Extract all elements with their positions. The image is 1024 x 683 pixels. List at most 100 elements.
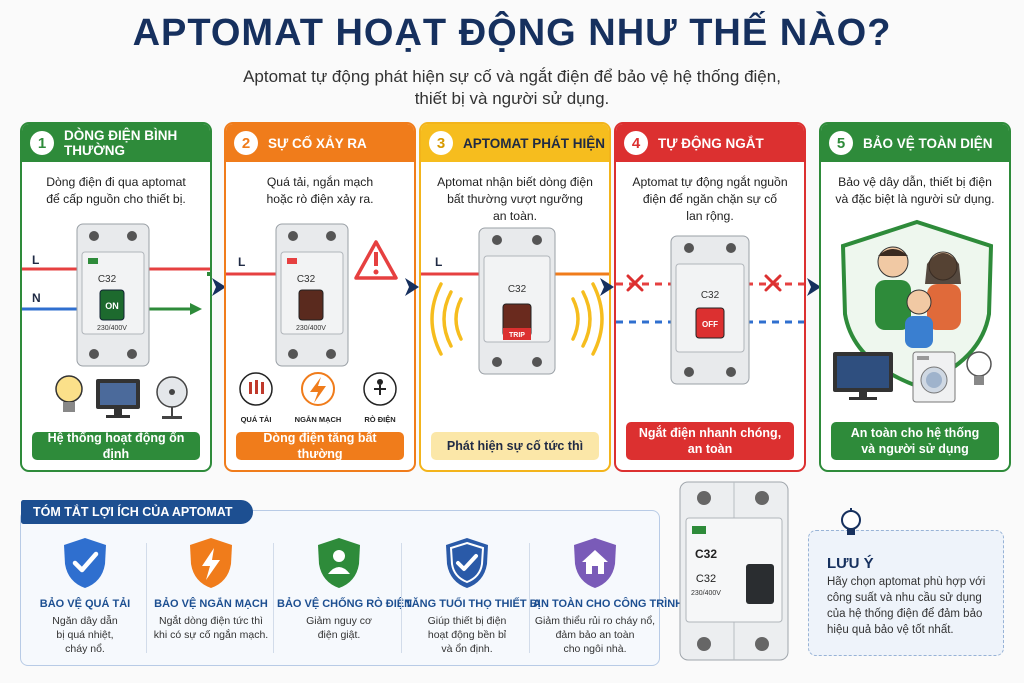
breaker-icon: C32 230/400V (275, 223, 349, 367)
fault-label: NGẮN MẠCH (295, 415, 342, 424)
step-title: SỰ CỐ XẢY RA (268, 135, 367, 151)
benefit-desc: Giảm thiểu rủi ro cháy nổ, đảm bảo an toà… (533, 614, 657, 656)
note-desc: Hãy chọn aptomat phù hợp với công suất v… (827, 574, 993, 638)
desc-line: công suất và nhu cầu sử dụng (827, 592, 982, 604)
step-footer: Hệ thống hoạt động ổn định (32, 431, 200, 461)
desc-line: lan rộng. (686, 209, 734, 223)
arrow-right-icon (600, 278, 614, 296)
screw-icon (127, 349, 137, 359)
arrow-right-icon (405, 278, 419, 296)
fan-icon (156, 376, 188, 419)
summary-heading: TÓM TẮT LỢI ÍCH CỦA APTOMAT (21, 500, 253, 524)
benefit-desc: Giảm nguy cơ điện giật. (277, 614, 401, 642)
breaker-icon: C32 ON 230/400V (76, 223, 150, 367)
desc-line: bất thường vượt ngưỡng (447, 192, 583, 206)
screw-icon (726, 367, 736, 377)
breaker-model: C32 (297, 274, 316, 285)
screw-icon (492, 357, 502, 367)
divider (401, 543, 402, 653)
desc-line: Aptomat tự động ngắt nguồn (632, 175, 788, 189)
desc-line: Quá tải, ngắn mạch (266, 175, 374, 189)
desc-line: điện giật. (317, 629, 361, 641)
benefits-summary: TÓM TẮT LỢI ÍCH CỦA APTOMAT BẢO VỆ QUÁ T… (20, 500, 684, 666)
breaker-model: C32 (98, 274, 117, 285)
breaker-model: C32 (508, 284, 527, 295)
step-card-3: 3 APTOMAT PHÁT HIỆN Aptomat nhận biết dòn… (419, 122, 611, 472)
step-footer: Dòng điện tăng bất thường (236, 431, 404, 461)
screw-icon (532, 357, 542, 367)
step-description: Quá tải, ngắn mạch hoặc rò điện xảy ra. (234, 174, 406, 208)
screw-icon (288, 349, 298, 359)
desc-line: Aptomat nhận biết dòng điện (437, 175, 593, 189)
breaker-state: OFF (702, 320, 718, 329)
desc-line: đảm bảo an toàn (555, 629, 635, 641)
benefit-title: BẢO VỆ QUÁ TẢI (39, 598, 131, 610)
step-3-illustration: L C32 TRIP (421, 227, 609, 375)
desc-line: Giảm thiểu rủi ro cháy nổ, (534, 615, 656, 627)
breaker-model-top: C32 (695, 547, 717, 561)
benefit-title: AN TOÀN CHO CÔNG TRÌNH (533, 598, 684, 610)
house-icon (574, 538, 616, 588)
desc-line: Hãy chọn aptomat phù hợp với (827, 576, 986, 588)
screw-icon (492, 235, 502, 245)
step-4-illustration: C32 OFF (616, 235, 804, 385)
arrow-right-icon (212, 278, 226, 296)
benefit-title: BẢO VỆ NGẮN MẠCH (154, 598, 268, 610)
wire-label-l: L (32, 253, 39, 267)
large-breaker-illustration: C32 C32 230/400V (679, 481, 789, 661)
step-number: 5 (829, 131, 853, 155)
desc-line: Giảm nguy cơ (306, 615, 372, 627)
footer-line: và người sử dụng (861, 442, 969, 456)
desc-line: để cấp nguồn cho thiết bị. (46, 192, 186, 206)
breaker-rating: 230/400V (296, 325, 326, 332)
desc-line: hoạt động bền bỉ (427, 629, 507, 641)
lightning-icon (301, 372, 335, 406)
person-icon (318, 538, 360, 588)
step-footer: Ngắt điện nhanh chóng,an toàn (626, 422, 794, 460)
subtitle-line-1: Aptomat tự động phát hiện sự cố và ngắt … (243, 67, 781, 86)
screw-icon (326, 349, 336, 359)
breaker-toggle (746, 564, 774, 604)
fault-label: QUÁ TẢI (241, 415, 272, 424)
subtitle-line-2: thiết bị và người sử dụng. (414, 89, 610, 108)
desc-line: của hệ thống điện để đảm bảo (827, 608, 983, 620)
step-1-illustration: L N C32 ON 230/400V (22, 223, 210, 419)
page-subtitle: Aptomat tự động phát hiện sự cố và ngắt … (0, 66, 1024, 110)
desc-line: Bảo vệ dây dẫn, thiết bị điện (838, 175, 992, 189)
screw-icon (684, 243, 694, 253)
step-number: 1 (30, 131, 54, 155)
wire-label-n: N (32, 291, 41, 305)
screw-icon (755, 491, 769, 505)
cross-icon (626, 274, 644, 292)
vibration-waves-icon (430, 282, 604, 356)
step-number: 4 (624, 131, 648, 155)
step-5-illustration (833, 219, 994, 403)
step-title: APTOMAT PHÁT HIỆN (463, 135, 606, 151)
breaker-rating: 230/400V (97, 325, 127, 332)
light-bulb-icon (841, 508, 861, 535)
breaker-icon: C32 TRIP (478, 227, 556, 375)
screw-icon (89, 349, 99, 359)
screw-icon (532, 235, 542, 245)
note-title: LƯU Ý (827, 555, 874, 572)
wire-label-l: L (435, 255, 442, 269)
cross-icon (764, 274, 782, 292)
fault-label: RÒ ĐIỆN (364, 415, 395, 424)
light-bulb-icon (55, 375, 83, 412)
step-number: 3 (429, 131, 453, 155)
screw-icon (89, 231, 99, 241)
note-box: LƯU Ý Hãy chọn aptomat phù hợp với công … (808, 530, 1004, 656)
screw-icon (697, 637, 711, 651)
desc-line: cho ngôi nhà. (563, 643, 627, 655)
